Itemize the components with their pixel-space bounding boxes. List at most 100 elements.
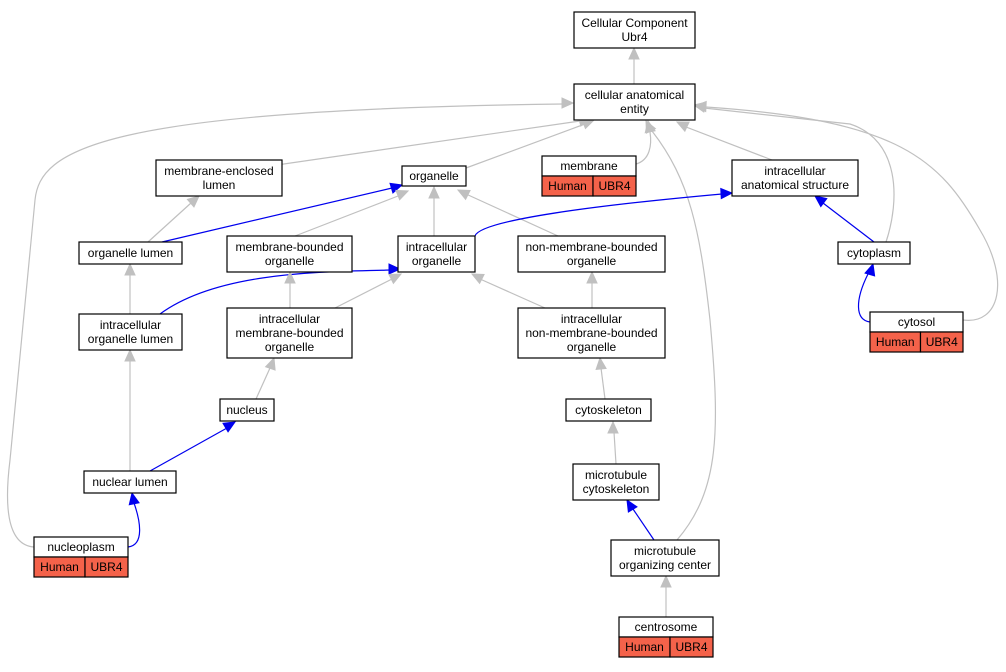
annotation-cell	[919, 331, 964, 353]
edge-line	[685, 126, 773, 161]
edge-organelle_lumen-to-organelle	[161, 182, 404, 243]
node-label: cytoplasm	[847, 246, 901, 260]
node-label: membrane-bounded	[235, 326, 343, 340]
node-label: non-membrane-bounded	[525, 326, 657, 340]
node-box	[565, 398, 652, 422]
node-box	[517, 307, 666, 359]
node-label: Ubr4	[621, 30, 647, 44]
node-box	[78, 313, 183, 351]
node-box	[155, 159, 283, 197]
annotation-label: UBR4	[90, 560, 122, 574]
node-label: organizing center	[619, 558, 711, 572]
node-nuclear-lumen[interactable]: nuclear lumen	[83, 470, 177, 494]
node-cytoskeleton[interactable]: cytoskeleton	[565, 398, 652, 422]
node-organelle-lumen[interactable]: organelle lumen	[78, 241, 183, 265]
node-box	[83, 470, 177, 494]
node-label: lumen	[203, 178, 236, 192]
arrowhead-icon	[124, 348, 136, 362]
arrowhead-icon	[814, 195, 828, 208]
arrowhead-icon	[388, 263, 402, 275]
edge-line	[635, 131, 652, 165]
edge-line	[147, 202, 192, 243]
node-label: nuclear lumen	[92, 475, 167, 489]
node-box	[731, 159, 859, 197]
node-label: membrane-bounded	[235, 240, 343, 254]
annotation-label: Human	[876, 335, 915, 349]
edge-line	[857, 273, 871, 323]
arrowhead-icon	[561, 97, 575, 109]
edge-cytosol-to-cae	[693, 100, 999, 321]
edge-line	[474, 193, 723, 237]
edge-line	[127, 502, 141, 548]
edge-line	[705, 106, 999, 321]
arrowhead-icon	[864, 262, 876, 277]
node-label: organelle	[265, 254, 315, 268]
edge-line	[334, 278, 393, 309]
node-label: intracellular	[561, 312, 622, 326]
node-label: cellular anatomical	[585, 88, 684, 102]
annotation-label: Human	[625, 640, 664, 654]
arrowhead-icon	[470, 273, 485, 285]
node-label: Cellular Component	[581, 16, 688, 30]
arrowhead-icon	[607, 420, 619, 434]
node-label: intracellular	[259, 312, 320, 326]
edge-imbo-to-mbo	[284, 270, 296, 308]
node-box	[219, 398, 275, 422]
edge-line	[600, 367, 606, 400]
edge-iol-to-organelle_lumen	[124, 262, 136, 314]
node-label: intracellular	[406, 240, 467, 254]
edge-nmbo-to-organelle	[456, 189, 559, 237]
edge-mtcyto-to-cytoskeleton	[607, 420, 619, 465]
edge-cytosol-to-cytoplasm	[857, 262, 876, 323]
edge-line	[651, 130, 717, 541]
node-label: membrane	[560, 159, 618, 173]
node-label: organelle	[567, 340, 617, 354]
node-label: cytoskeleton	[583, 482, 650, 496]
edge-nuclear_lumen-to-nucleus	[149, 421, 237, 472]
annotation-label: UBR4	[926, 335, 958, 349]
arrowhead-icon	[720, 187, 734, 200]
arrowhead-icon	[284, 270, 296, 284]
edge-ias-to-cae	[675, 121, 773, 161]
edge-layer	[6, 46, 999, 617]
edge-centrosome-to-mtoc	[660, 574, 672, 617]
node-inmbo[interactable]: intracellularnon-membrane-boundedorganel…	[517, 307, 666, 359]
node-cytoplasm[interactable]: cytoplasm	[837, 241, 911, 265]
edge-cae-to-root	[628, 46, 640, 84]
node-label: non-membrane-bounded	[525, 240, 657, 254]
edge-organelle_lumen-to-mel	[147, 195, 200, 243]
node-label: membrane-enclosed	[164, 164, 273, 178]
node-label: cytosol	[898, 315, 935, 329]
arrowhead-icon	[626, 498, 638, 513]
node-box	[517, 235, 666, 273]
edge-line	[294, 195, 399, 237]
node-label: nucleus	[226, 403, 267, 417]
node-label: organelle	[409, 169, 459, 183]
node-label: organelle lumen	[88, 246, 173, 260]
node-organelle[interactable]: organelle	[401, 165, 467, 187]
node-label: microtubule	[634, 544, 696, 558]
node-nucleus[interactable]: nucleus	[219, 398, 275, 422]
edge-mtoc-to-cae	[645, 119, 717, 541]
edge-mbo-to-organelle	[294, 189, 410, 237]
arrowhead-icon	[693, 100, 707, 113]
node-label: centrosome	[635, 620, 698, 634]
edge-nucleus-to-imbo	[255, 356, 276, 400]
annotation-cell	[669, 636, 714, 658]
